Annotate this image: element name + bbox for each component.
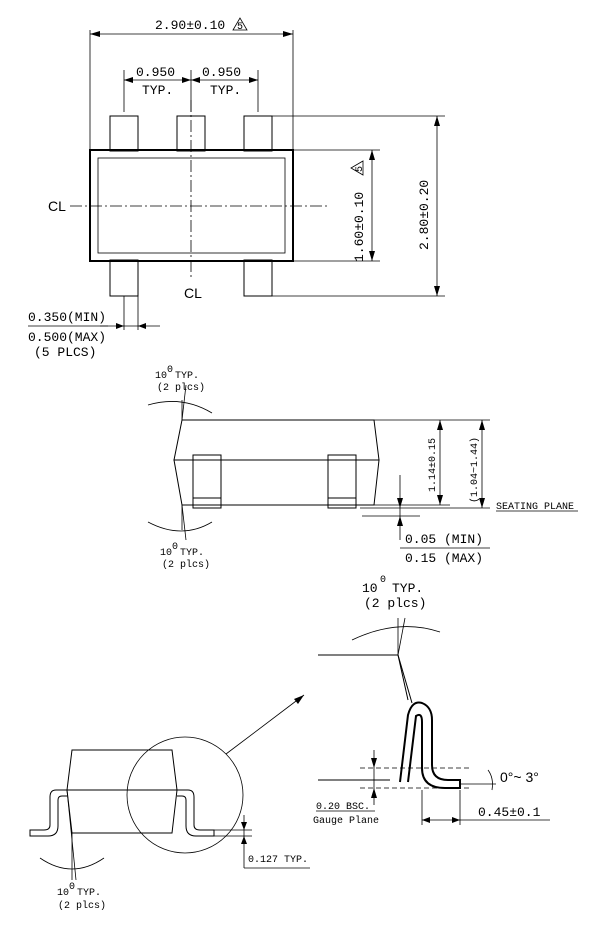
side-angle-top-value: 10 (155, 371, 167, 382)
gauge-dimension: 0.20 BSC. (316, 802, 370, 813)
detail-lead (399, 701, 461, 789)
degree-sup-2: 0 (172, 542, 178, 553)
seating-plane-label: SEATING PLANE (496, 502, 574, 513)
width-note-marker: 5 (237, 22, 243, 33)
lead-thickness: 0.127 TYP. (248, 855, 308, 866)
lead-width-min: 0.350(MIN) (28, 310, 106, 325)
side-angle-top-typ: TYP. (175, 371, 199, 382)
pitch-right-typ: TYP. (210, 83, 241, 98)
end-angle-typ: TYP. (77, 888, 101, 899)
detail-circle (126, 736, 244, 854)
degree-sup-4: 0 (380, 575, 386, 586)
detail-body-edge (318, 654, 413, 704)
total-height-dimension: 2.80±0.20 (417, 180, 432, 250)
side-lead-right (327, 454, 357, 509)
side-total-height-dimension: (1.04~1.44) (469, 437, 481, 503)
width-dimension: 2.90±0.10 (155, 18, 225, 33)
detail-view: 10 0 TYP. (2 plcs) 0.20 BSC. Gauge Plane… (313, 575, 550, 827)
pitch-left: 0.950 (136, 65, 175, 80)
standoff-max: 0.15 (MAX) (405, 551, 483, 566)
pitch-right: 0.950 (202, 65, 241, 80)
end-lead-left (29, 789, 67, 837)
side-view: 10 0 TYP. (2 plcs) 10 0 TYP. (2 plcs) 1.… (147, 365, 578, 571)
lead-count: (5 PLCS) (34, 345, 96, 360)
foot-angle: 0°~ 3° (500, 769, 539, 785)
body-height-note-marker: 5 (355, 166, 366, 172)
lead-width-max: 0.500(MAX) (28, 330, 106, 345)
package-body-inner (97, 157, 286, 254)
side-body-height-dimension: 1.14±0.15 (428, 438, 439, 492)
side-angle-top-plcs: (2 plcs) (157, 382, 205, 394)
gauge-plane-label: Gauge Plane (313, 815, 379, 827)
centerline-symbol-bottom: CL (184, 285, 202, 301)
side-angle-bottom-plcs: (2 plcs) (162, 559, 210, 571)
end-body-bottom (66, 789, 178, 834)
side-lead-left (192, 454, 222, 509)
lead-top-3 (243, 115, 273, 152)
body-height-dimension: 1.60±0.10 (352, 192, 367, 262)
end-lead-right (177, 789, 215, 837)
foot-length: 0.45±0.1 (478, 805, 541, 820)
end-view: 10 0 TYP. (2 plcs) 0.127 TYP. (29, 694, 310, 912)
side-body-top (173, 419, 380, 461)
side-angle-bottom-value: 10 (160, 548, 172, 559)
end-angle-plcs: (2 plcs) (58, 900, 106, 912)
package-body-outer (89, 149, 294, 262)
degree-sup-1: 0 (167, 365, 173, 376)
end-body-top (66, 749, 178, 791)
lead-top-1 (109, 115, 139, 152)
standoff-min: 0.05 (MIN) (405, 532, 483, 547)
degree-sup-3: 0 (69, 882, 75, 893)
end-angle-value: 10 (57, 888, 69, 899)
detail-angle-plcs: (2 plcs) (364, 596, 426, 611)
centerline-symbol-left: CL (48, 198, 66, 214)
lead-bottom-2 (243, 259, 273, 297)
detail-angle-typ: TYP. (392, 581, 423, 596)
lead-bottom-1 (109, 259, 139, 297)
top-view: CL CL 2.90±0.10 5 0.950 TYP. 0.950 TYP. … (28, 17, 445, 360)
side-angle-bottom-typ: TYP. (180, 548, 204, 559)
detail-angle-value: 10 (362, 581, 378, 596)
pitch-left-typ: TYP. (142, 83, 173, 98)
